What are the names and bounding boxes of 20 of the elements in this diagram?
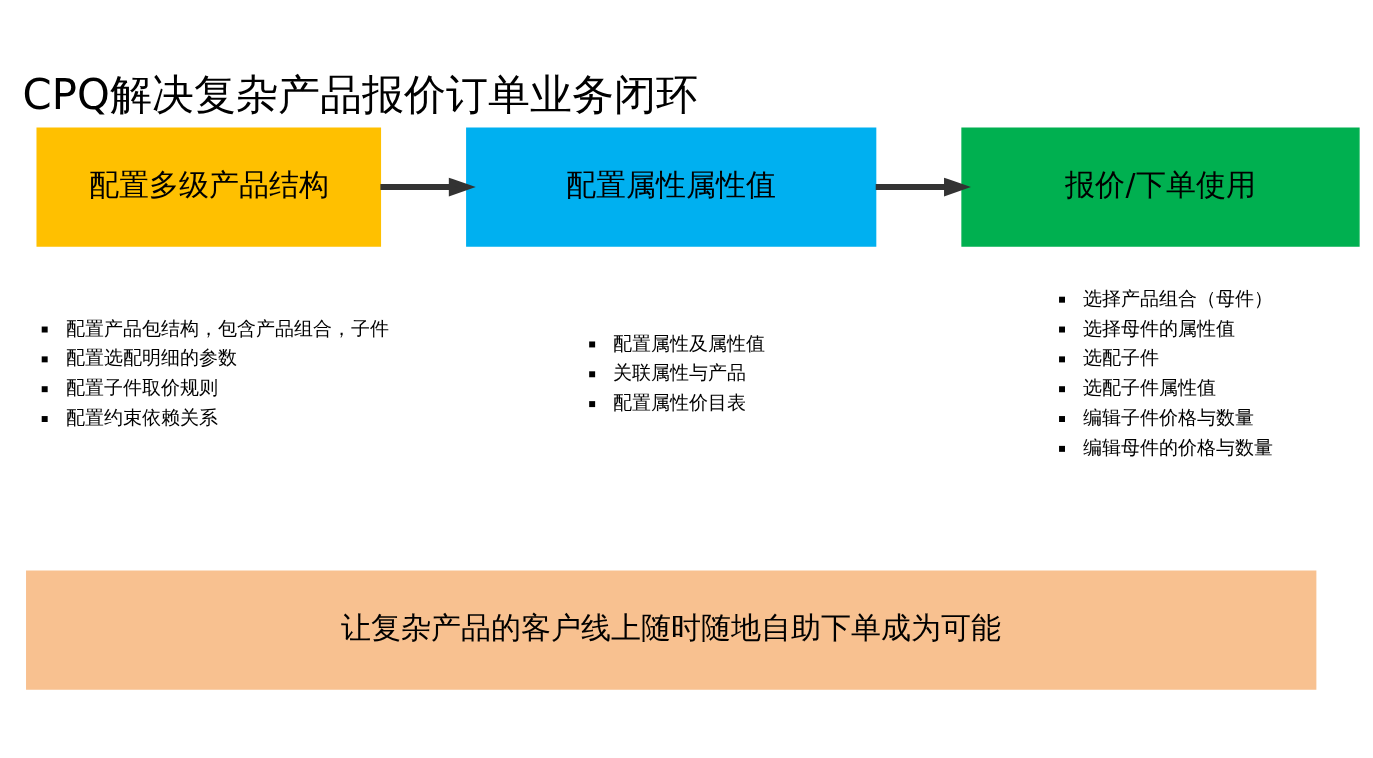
node-label: 配置约束依赖关系: [65, 405, 218, 429]
node-box: 配置多级产品结构: [36, 126, 382, 247]
node-label: 选择母件的属性值: [1082, 316, 1235, 340]
node-label: 配置属性及属性值: [613, 331, 766, 355]
node-label: 选配子件: [1082, 345, 1159, 369]
node-label: 配置产品包结构，包含产品组合，子件: [65, 316, 389, 340]
diagram-title: CPQ解决复杂产品报价订单业务闭环: [22, 69, 698, 119]
node-label: 配置子件取价规则: [65, 375, 218, 399]
arrow: [875, 177, 971, 196]
node-label: 选配子件属性值: [1082, 375, 1216, 399]
node-box: 报价/下单使用: [961, 126, 1360, 247]
node-box: 让复杂产品的客户线上随时随地自助下单成为可能: [26, 569, 1317, 690]
node-label: 编辑子件价格与数量: [1082, 405, 1254, 429]
arrow: [380, 177, 476, 196]
node-label: 编辑母件的价格与数量: [1082, 435, 1273, 459]
node-box: 配置属性属性值: [466, 126, 877, 247]
node-label: 配置属性价目表: [613, 390, 747, 414]
node-label: 关联属性与产品: [613, 360, 747, 384]
node-label: 选择产品组合（母件）: [1082, 286, 1273, 310]
node-label: 配置选配明细的参数: [65, 345, 237, 369]
